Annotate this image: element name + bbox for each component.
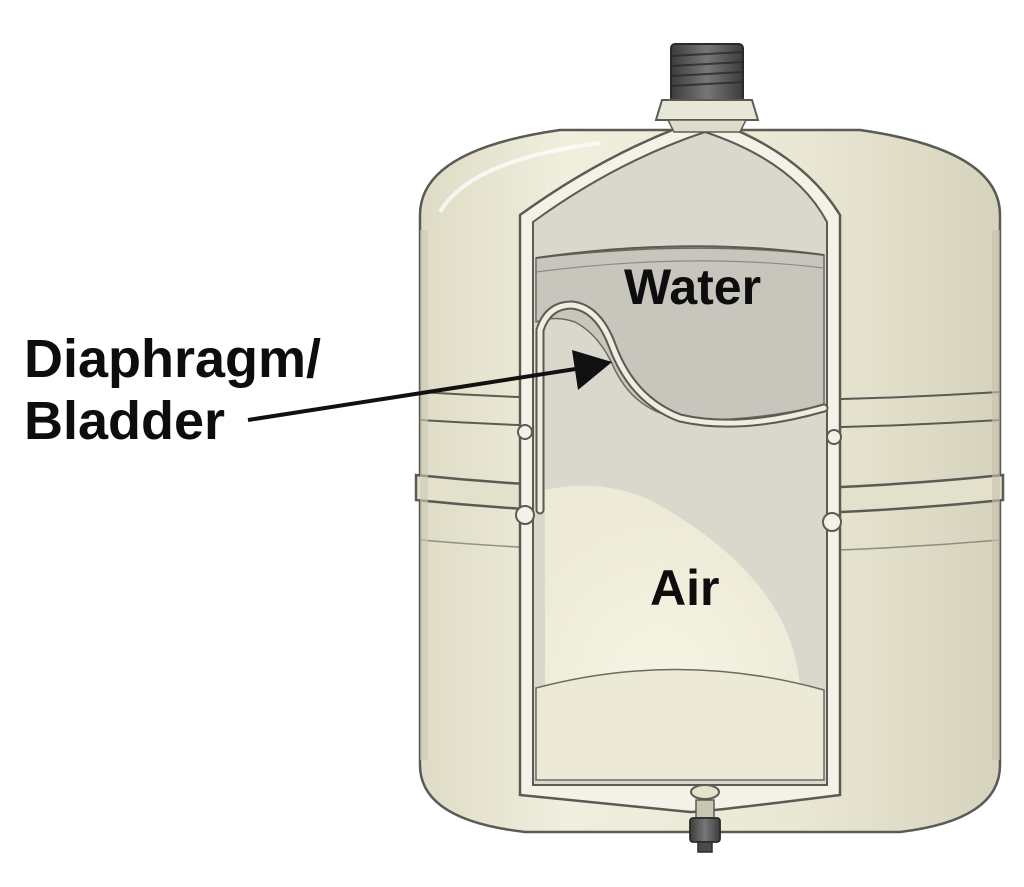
cutaway-window: [515, 116, 842, 814]
wall-pinch-left: [515, 424, 535, 525]
threaded-fitting-icon: [654, 43, 760, 133]
water-label: Water: [624, 259, 762, 315]
diaphragm-bladder-label: Diaphragm/ Bladder: [24, 328, 354, 452]
air-valve-icon: [689, 784, 721, 853]
pointer-arrow-icon: [247, 350, 612, 422]
wall-pinch-right: [822, 429, 842, 532]
diaphragm-label-line1: Diaphragm/: [24, 329, 322, 389]
diaphragm-label-line2: Bladder: [24, 391, 226, 451]
air-label: Air: [650, 560, 720, 616]
